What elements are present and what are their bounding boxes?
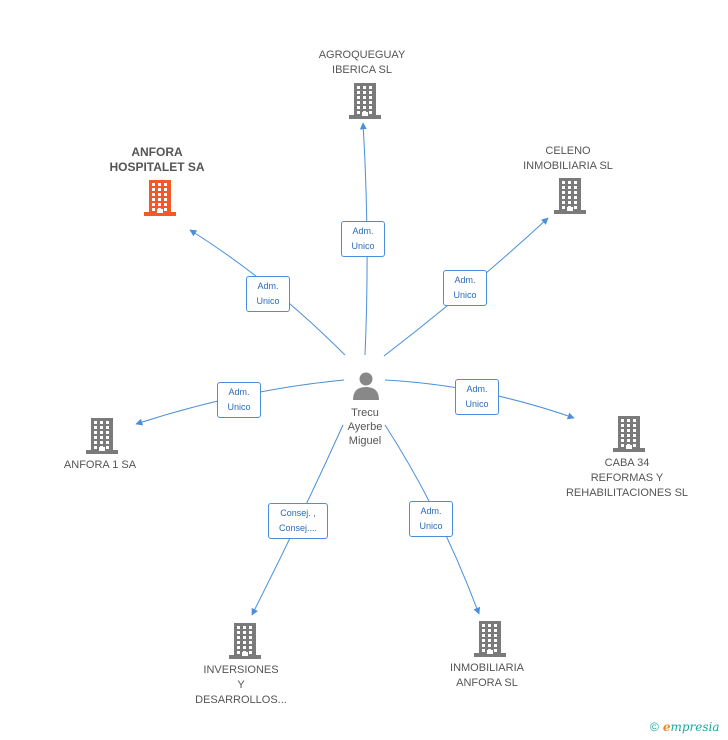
center-person-name[interactable]: Trecu Ayerbe Miguel <box>325 406 405 448</box>
node-label-line: REFORMAS Y <box>590 472 664 484</box>
node-label-line: HOSPITALET SA <box>109 160 205 174</box>
edge-label-line: Consej. , <box>280 508 316 518</box>
building-icon[interactable] <box>474 621 506 657</box>
building-icon[interactable] <box>613 416 645 452</box>
edge-label-line: Adm. <box>420 506 442 516</box>
center-name-line: Ayerbe <box>347 421 383 433</box>
edge-label-agroqueguay[interactable]: Adm. Unico <box>341 221 385 257</box>
edge-label-caba-34[interactable]: Adm. Unico <box>455 379 499 415</box>
node-label-line: REHABILITACIONES SL <box>565 487 689 499</box>
node-label-line: ANFORA <box>131 145 183 159</box>
node-label-celeno[interactable]: CELENO INMOBILIARIA SL <box>508 144 628 174</box>
node-label-line: IBERICA SL <box>332 64 392 76</box>
node-label-anfora-1[interactable]: ANFORA 1 SA <box>40 458 160 473</box>
edge-label-line: Adm. <box>228 387 250 397</box>
edge-label-line: Adm. <box>454 275 476 285</box>
building-icon[interactable] <box>86 418 118 454</box>
node-label-inmobiliaria-anfora[interactable]: INMOBILIARIA ANFORA SL <box>427 661 547 691</box>
edge-label-line: Unico <box>465 399 489 409</box>
brand-name: mpresia <box>670 720 720 734</box>
edge-label-line: Unico <box>419 521 443 531</box>
edge-label-line: Unico <box>256 296 280 306</box>
edge-label-line: Unico <box>351 241 375 251</box>
node-label-line: ANFORA 1 SA <box>63 459 137 471</box>
node-label-line: ANFORA SL <box>456 677 518 689</box>
edge-label-celeno[interactable]: Adm. Unico <box>443 270 487 306</box>
edge-label-line: Unico <box>453 290 477 300</box>
building-icon[interactable] <box>554 178 586 214</box>
node-label-line: CELENO <box>545 145 591 157</box>
edge-label-line: Adm. <box>257 281 279 291</box>
person-icon[interactable] <box>351 370 381 400</box>
edge-label-line: Unico <box>227 402 251 412</box>
node-label-line: INVERSIONES <box>203 664 279 676</box>
node-label-agroqueguay[interactable]: AGROQUEGUAY IBERICA SL <box>302 48 422 78</box>
node-label-line: CABA 34 <box>604 457 650 469</box>
node-label-inversiones[interactable]: INVERSIONES Y DESARROLLOS... <box>181 663 301 708</box>
building-icon-highlight[interactable] <box>144 180 176 216</box>
node-label-line: INMOBILIARIA <box>450 662 524 674</box>
node-label-caba-34[interactable]: CABA 34 REFORMAS Y REHABILITACIONES SL <box>562 456 692 501</box>
center-name-line: Trecu <box>351 407 379 419</box>
edge-label-anfora-1[interactable]: Adm. Unico <box>217 382 261 418</box>
node-label-line: Y <box>237 679 245 691</box>
copyright-symbol: © <box>650 720 659 734</box>
node-label-line: DESARROLLOS... <box>195 694 287 706</box>
edge-label-line: Adm. <box>466 384 488 394</box>
edge-label-line: Consej.... <box>278 523 318 533</box>
building-icon[interactable] <box>229 623 261 659</box>
node-label-line: AGROQUEGUAY <box>318 49 406 61</box>
edge-label-inversiones[interactable]: Consej. , Consej.... <box>268 503 328 539</box>
edge-label-inmobiliaria-anfora[interactable]: Adm. Unico <box>409 501 453 537</box>
node-label-anfora-hospitalet[interactable]: ANFORA HOSPITALET SA <box>97 145 217 175</box>
edge-label-line: Adm. <box>352 226 374 236</box>
node-label-line: INMOBILIARIA SL <box>523 160 613 172</box>
building-icon[interactable] <box>349 83 381 119</box>
empresia-logo[interactable]: ©empresia <box>650 720 720 734</box>
brand-initial: e <box>662 720 671 734</box>
center-name-line: Miguel <box>348 435 382 447</box>
edge-label-anfora-hospitalet[interactable]: Adm. Unico <box>246 276 290 312</box>
